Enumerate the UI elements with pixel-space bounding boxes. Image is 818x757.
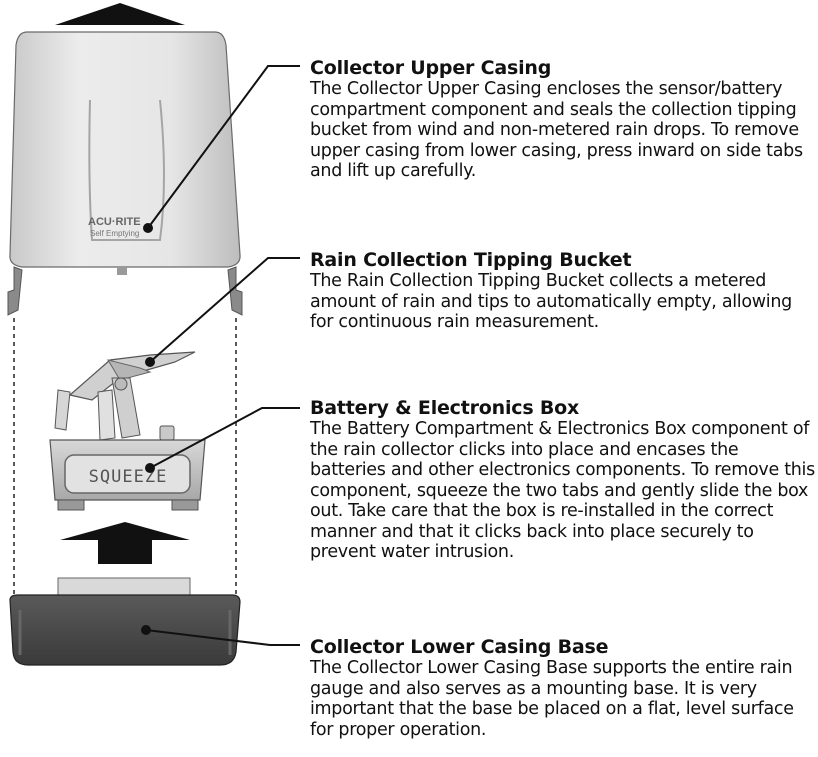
battery-box: SQUEEZE xyxy=(49,439,206,511)
upper-casing: ACU·RITE Self Emptying xyxy=(7,31,243,316)
callout-body: The Rain Collection Tipping Bucket colle… xyxy=(310,271,792,332)
tipping-bucket xyxy=(54,351,196,441)
leader-bucket xyxy=(145,257,300,367)
callout-body: The Collector Lower Casing Base supports… xyxy=(310,658,794,740)
leader-upper xyxy=(143,65,300,233)
lift-arrow-icon xyxy=(55,3,185,25)
callout-body: The Battery Compartment & Electronics Bo… xyxy=(310,419,815,562)
callout-title: Battery & Electronics Box xyxy=(310,397,580,419)
brand-logo: ACU·RITE xyxy=(88,216,141,228)
insert-arrow-icon xyxy=(60,522,190,540)
leader-battery xyxy=(145,407,300,473)
callout-title: Rain Collection Tipping Bucket xyxy=(310,249,632,271)
callout-lower-casing: Collector Lower Casing Base The Collecto… xyxy=(310,637,815,740)
battery-box-label: SQUEEZE xyxy=(89,467,168,487)
leader-lower xyxy=(141,625,300,646)
callout-upper-casing: Collector Upper Casing The Collector Upp… xyxy=(310,58,815,182)
callout-tipping-bucket: Rain Collection Tipping Bucket The Rain … xyxy=(310,250,815,333)
brand-tagline: Self Emptying xyxy=(90,229,139,238)
callout-title: Collector Lower Casing Base xyxy=(310,636,609,658)
lower-casing xyxy=(9,577,241,666)
callout-body: The Collector Upper Casing encloses the … xyxy=(310,79,803,181)
callout-title: Collector Upper Casing xyxy=(310,57,552,79)
callout-battery-box: Battery & Electronics Box The Battery Co… xyxy=(310,398,815,563)
